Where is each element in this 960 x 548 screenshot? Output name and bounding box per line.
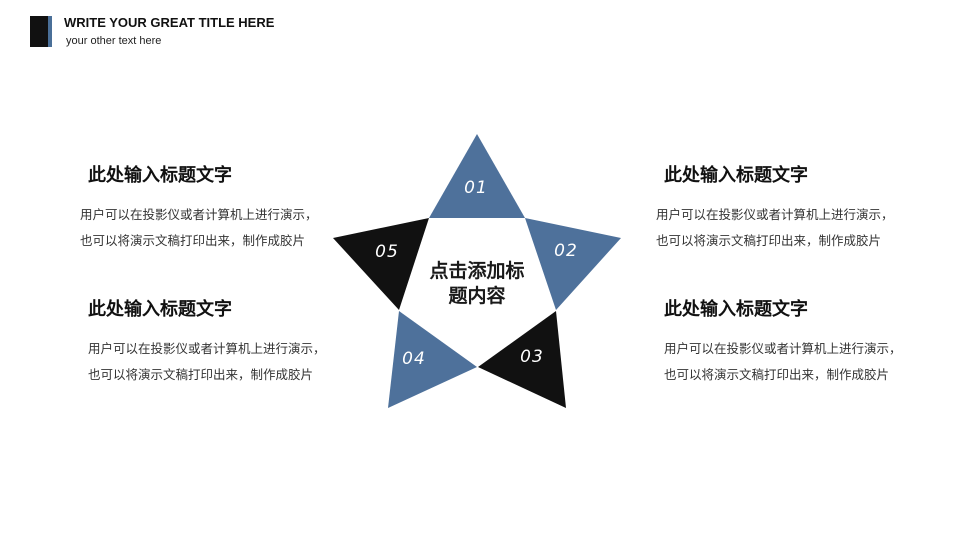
point-label-01: 01 <box>464 178 488 198</box>
block-line-2: 也可以将演示文稿打印出来，制作成胶片 <box>664 368 890 382</box>
star-point-04[interactable]: 04 <box>388 311 477 408</box>
block-description: 用户可以在投影仪或者计算机上进行演示， 也可以将演示文稿打印出来，制作成胶片 <box>656 336 936 388</box>
point-label-03: 03 <box>520 347 544 367</box>
block-line-2: 也可以将演示文稿打印出来，制作成胶片 <box>656 234 882 248</box>
star-point-05[interactable]: 05 <box>333 218 429 310</box>
text-block-top-right: 此处输入标题文字 用户可以在投影仪或者计算机上进行演示， 也可以将演示文稿打印出… <box>656 161 936 254</box>
block-title: 此处输入标题文字 <box>664 299 808 319</box>
block-line-1: 用户可以在投影仪或者计算机上进行演示， <box>80 208 318 222</box>
header-accent-strip <box>48 16 52 47</box>
block-description: 用户可以在投影仪或者计算机上进行演示， 也可以将演示文稿打印出来，制作成胶片 <box>80 336 360 388</box>
block-line-1: 用户可以在投影仪或者计算机上进行演示， <box>656 208 894 222</box>
block-title: 此处输入标题文字 <box>88 299 232 319</box>
point-label-04: 04 <box>402 349 426 369</box>
star-point-03[interactable]: 03 <box>478 311 566 408</box>
center-title-line-1: 点击添加标 <box>429 261 525 282</box>
header-accent-block <box>30 16 48 47</box>
page-subtitle: your other text here <box>66 35 162 47</box>
block-description: 用户可以在投影仪或者计算机上进行演示， 也可以将演示文稿打印出来，制作成胶片 <box>656 202 936 254</box>
star-center-title[interactable]: 点击添加标 题内容 <box>412 259 542 309</box>
block-line-1: 用户可以在投影仪或者计算机上进行演示， <box>664 342 902 356</box>
block-line-2: 也可以将演示文稿打印出来，制作成胶片 <box>80 234 306 248</box>
center-title-line-2: 题内容 <box>448 286 506 307</box>
star-point-02[interactable]: 02 <box>525 218 621 310</box>
text-block-top-left: 此处输入标题文字 用户可以在投影仪或者计算机上进行演示， 也可以将演示文稿打印出… <box>80 161 360 254</box>
block-line-1: 用户可以在投影仪或者计算机上进行演示， <box>88 342 326 356</box>
block-title: 此处输入标题文字 <box>88 165 232 185</box>
page-title: WRITE YOUR GREAT TITLE HERE <box>64 15 275 30</box>
block-line-2: 也可以将演示文稿打印出来，制作成胶片 <box>88 368 314 382</box>
star-point-01[interactable]: 01 <box>429 134 525 218</box>
point-label-02: 02 <box>554 241 578 261</box>
text-block-bottom-left: 此处输入标题文字 用户可以在投影仪或者计算机上进行演示， 也可以将演示文稿打印出… <box>80 295 360 388</box>
text-block-bottom-right: 此处输入标题文字 用户可以在投影仪或者计算机上进行演示， 也可以将演示文稿打印出… <box>656 295 936 388</box>
point-label-05: 05 <box>375 242 399 262</box>
block-title: 此处输入标题文字 <box>664 165 808 185</box>
block-description: 用户可以在投影仪或者计算机上进行演示， 也可以将演示文稿打印出来，制作成胶片 <box>80 202 360 254</box>
